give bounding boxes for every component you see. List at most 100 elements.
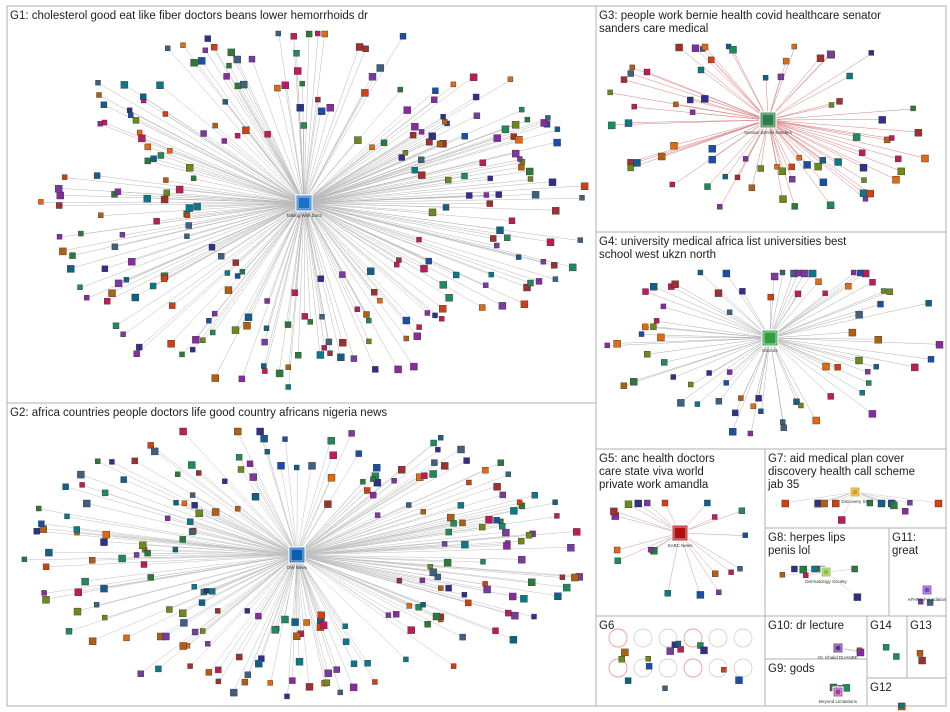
- node-g3[interactable]: [782, 57, 790, 65]
- node-g2[interactable]: [164, 515, 171, 521]
- node-g2[interactable]: [327, 474, 336, 482]
- node-g1[interactable]: [317, 275, 324, 282]
- node-g3[interactable]: [620, 76, 628, 83]
- node-g1[interactable]: [111, 243, 119, 251]
- node-g4[interactable]: [794, 290, 802, 298]
- node-g1[interactable]: [162, 111, 169, 117]
- node-g1[interactable]: [120, 81, 129, 89]
- node-g2[interactable]: [81, 577, 89, 586]
- node-g2[interactable]: [120, 476, 127, 483]
- node-g2[interactable]: [317, 611, 325, 619]
- node-g5[interactable]: [712, 570, 719, 577]
- node-g1[interactable]: [453, 271, 460, 279]
- node-g8[interactable]: [803, 572, 809, 578]
- node-g2[interactable]: [179, 536, 186, 543]
- node-g1[interactable]: [295, 352, 302, 359]
- node-g1[interactable]: [144, 143, 152, 151]
- node-g1[interactable]: [363, 311, 370, 318]
- node-g4[interactable]: [822, 362, 830, 371]
- node-g1[interactable]: [402, 316, 411, 325]
- node-g1[interactable]: [469, 73, 478, 82]
- node-g4[interactable]: [630, 378, 638, 386]
- node-g1[interactable]: [411, 166, 418, 174]
- node-g3[interactable]: [643, 68, 651, 76]
- node-g1[interactable]: [403, 106, 411, 114]
- node-g4[interactable]: [714, 289, 723, 297]
- node-g2[interactable]: [42, 563, 50, 570]
- node-g4[interactable]: [677, 399, 685, 407]
- node-g1[interactable]: [281, 81, 289, 90]
- node-g2[interactable]: [342, 638, 350, 645]
- node-g3[interactable]: [777, 73, 785, 81]
- node-g2[interactable]: [100, 538, 108, 546]
- node-g1[interactable]: [275, 369, 284, 378]
- node-g2[interactable]: [241, 678, 249, 686]
- node-g2[interactable]: [373, 464, 381, 472]
- node-g2[interactable]: [41, 590, 47, 596]
- node-g2[interactable]: [350, 660, 358, 667]
- node-g3[interactable]: [814, 162, 822, 171]
- node-g2[interactable]: [173, 500, 179, 506]
- node-g2[interactable]: [289, 677, 296, 684]
- node-g1[interactable]: [413, 332, 421, 340]
- node-g4[interactable]: [650, 283, 658, 291]
- node-g1[interactable]: [315, 96, 321, 103]
- node-g2[interactable]: [73, 607, 82, 616]
- node-g1[interactable]: [200, 130, 207, 137]
- node-g4[interactable]: [661, 359, 668, 366]
- node-g4[interactable]: [670, 374, 676, 380]
- node-g1[interactable]: [380, 139, 388, 147]
- hub-node-g8[interactable]: [820, 566, 832, 578]
- node-g4[interactable]: [911, 363, 919, 372]
- node-g2[interactable]: [251, 493, 260, 501]
- node-g2[interactable]: [573, 528, 581, 536]
- node-g7[interactable]: [907, 500, 913, 506]
- hub-node-g11[interactable]: [921, 584, 933, 596]
- node-g2[interactable]: [502, 528, 510, 537]
- node-g4[interactable]: [706, 370, 712, 376]
- node-g4[interactable]: [851, 269, 857, 276]
- node-g1[interactable]: [579, 195, 585, 201]
- node-g1[interactable]: [416, 324, 422, 330]
- node-g1[interactable]: [461, 172, 468, 180]
- node-g4[interactable]: [827, 393, 834, 400]
- node-g2[interactable]: [479, 523, 486, 531]
- node-g3[interactable]: [624, 119, 633, 127]
- node-g2[interactable]: [42, 596, 50, 604]
- node-g1[interactable]: [301, 313, 308, 320]
- node-g3[interactable]: [670, 141, 678, 150]
- node-g1[interactable]: [398, 154, 405, 161]
- node-g7[interactable]: [820, 499, 828, 508]
- node-g1[interactable]: [128, 112, 134, 119]
- node-g7[interactable]: [877, 499, 886, 508]
- node-g3[interactable]: [717, 204, 723, 210]
- node-g1[interactable]: [483, 282, 489, 288]
- node-g2[interactable]: [407, 626, 415, 634]
- node-g1[interactable]: [339, 271, 346, 278]
- node-g2[interactable]: [419, 577, 426, 584]
- node-g2[interactable]: [466, 479, 472, 486]
- node-g1[interactable]: [120, 331, 126, 337]
- node-g1[interactable]: [112, 322, 120, 329]
- node-g7[interactable]: [902, 508, 909, 515]
- node-g2[interactable]: [100, 584, 108, 593]
- node-g4[interactable]: [642, 288, 649, 295]
- node-g5[interactable]: [704, 499, 711, 507]
- node-g2[interactable]: [485, 516, 493, 524]
- node-g1[interactable]: [234, 132, 241, 139]
- node-g1[interactable]: [440, 113, 446, 120]
- node-g3[interactable]: [819, 178, 828, 187]
- node-g4[interactable]: [874, 336, 882, 344]
- node-g1[interactable]: [402, 150, 409, 156]
- node-g9[interactable]: [842, 684, 851, 692]
- node-g1[interactable]: [224, 270, 231, 276]
- node-g1[interactable]: [337, 353, 345, 361]
- node-g6[interactable]: [662, 685, 668, 691]
- node-g1[interactable]: [193, 202, 201, 211]
- node-g1[interactable]: [284, 321, 292, 328]
- node-g1[interactable]: [190, 59, 198, 67]
- node-g1[interactable]: [368, 73, 377, 81]
- node-g6[interactable]: [700, 646, 708, 655]
- node-g1[interactable]: [132, 117, 140, 124]
- node-g2[interactable]: [327, 437, 335, 445]
